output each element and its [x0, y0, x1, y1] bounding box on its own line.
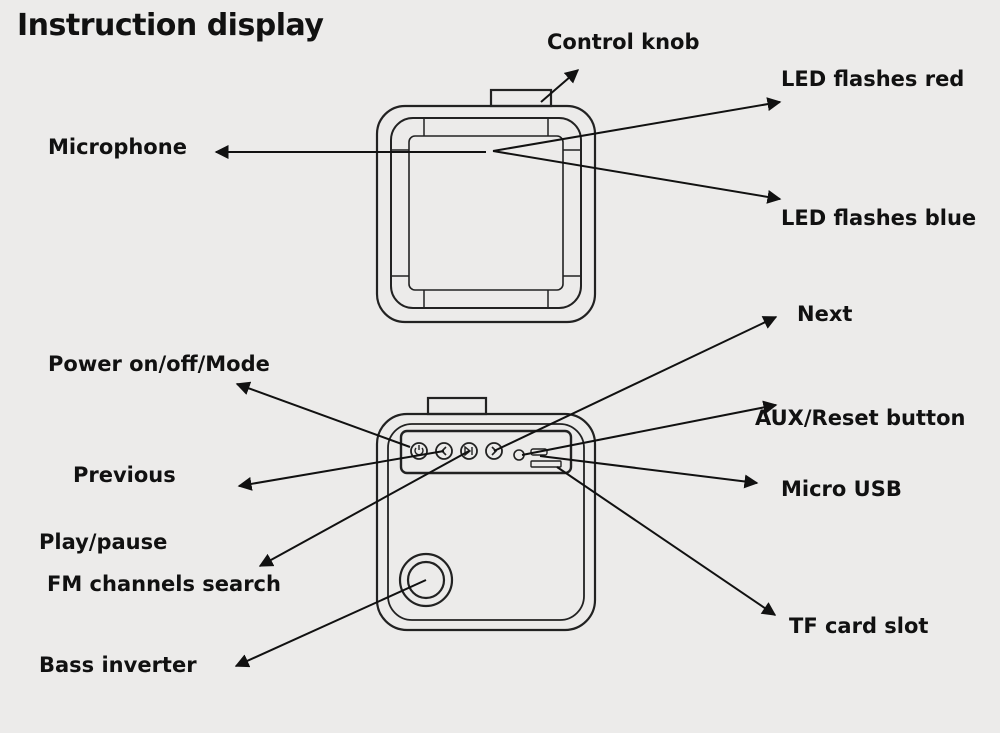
control-knob-leader	[540, 69, 580, 103]
micro-usb-leader	[539, 455, 759, 489]
next-icon	[485, 442, 503, 460]
next-leader	[493, 316, 778, 452]
label-tf-slot: TF card slot	[789, 614, 929, 638]
label-led-blue: LED flashes blue	[781, 206, 977, 230]
front-outer-frame	[375, 104, 597, 324]
front-inner-frame	[390, 117, 582, 309]
power-leader	[235, 381, 411, 448]
label-bass-inverter: Bass inverter	[39, 653, 197, 677]
label-control-knob: Control knob	[547, 30, 700, 54]
speaker-back-view	[375, 396, 597, 632]
previous-leader	[237, 450, 445, 491]
tf-card-slot-shape	[530, 460, 562, 468]
speaker-front-view	[375, 88, 597, 324]
control-knob	[489, 88, 553, 108]
label-power: Power on/off/Mode	[48, 352, 270, 376]
label-play-pause: Play/pause	[39, 530, 168, 554]
label-previous: Previous	[73, 463, 176, 487]
control-panel	[399, 429, 573, 475]
aux-reset-leader	[521, 400, 778, 456]
front-grille-panel	[408, 135, 564, 291]
led-blue-leader	[492, 150, 782, 204]
diagram-title: Instruction display	[17, 8, 324, 43]
back-outer-frame	[375, 412, 597, 632]
play-pause-icon	[460, 442, 478, 460]
label-microphone: Microphone	[48, 135, 187, 159]
fm-search-leader	[258, 450, 470, 567]
label-led-red: LED flashes red	[781, 67, 965, 91]
label-aux-reset: AUX/Reset button	[755, 406, 966, 430]
leader-lines	[214, 69, 782, 668]
label-next: Next	[797, 302, 853, 326]
back-knob	[426, 396, 488, 416]
previous-icon	[435, 442, 453, 460]
bass-port-inner	[406, 560, 446, 600]
label-micro-usb: Micro USB	[781, 477, 902, 501]
micro-usb-port	[530, 448, 548, 456]
power-icon	[410, 442, 428, 460]
back-inner-frame	[387, 423, 585, 621]
tf-slot-leader	[556, 466, 777, 616]
bass-inverter-leader	[234, 579, 427, 668]
label-fm-search: FM channels search	[47, 572, 281, 596]
bass-port-outer	[398, 552, 454, 608]
led-red-leader	[492, 97, 782, 152]
